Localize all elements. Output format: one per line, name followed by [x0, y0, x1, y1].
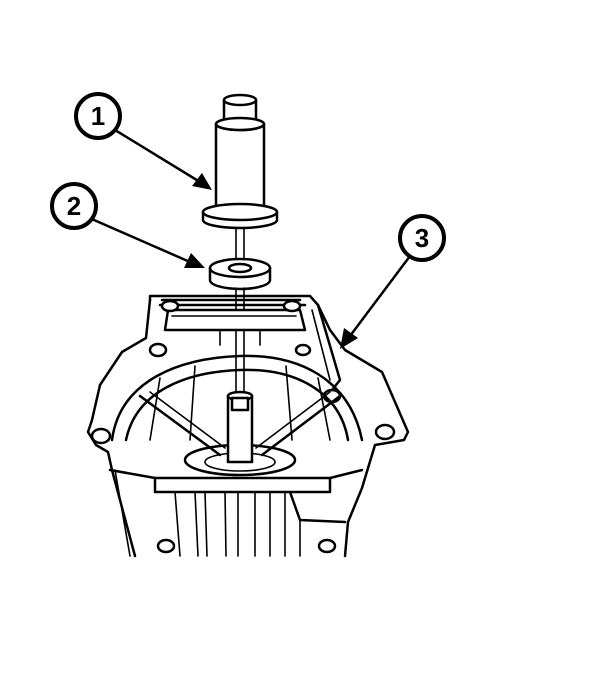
callout-3: 3: [340, 214, 446, 349]
callout-1: 1: [74, 92, 212, 190]
callout-label-3: 3: [415, 223, 429, 253]
callout-label-1: 1: [91, 101, 105, 131]
installer-tool: [201, 93, 279, 263]
callout-label-2: 2: [67, 191, 81, 221]
transmission-case: [86, 294, 410, 558]
callout-2: 2: [50, 182, 205, 268]
oil-seal: [208, 257, 272, 393]
